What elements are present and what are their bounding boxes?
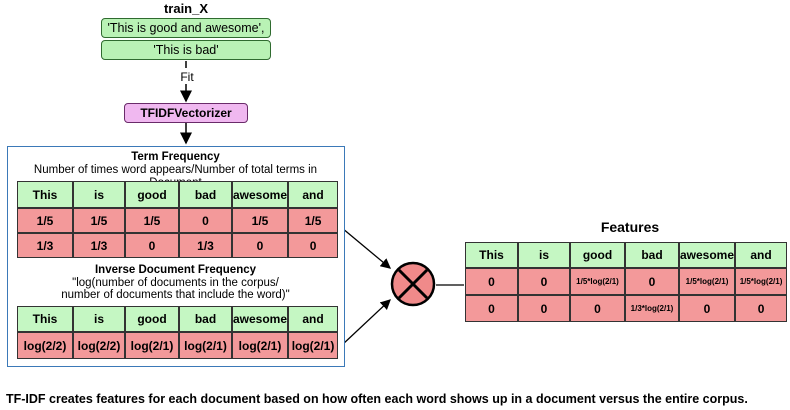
idf-cell: log(2/2)	[73, 332, 125, 359]
idf-header-cell: and	[288, 306, 339, 332]
tf-table: This is good bad awesome and 1/5 1/5 1/5…	[17, 181, 339, 258]
tf-title: Term Frequency	[131, 151, 220, 163]
train-doc-2: 'This is bad'	[101, 40, 271, 60]
tf-header-row: This is good bad awesome and	[17, 181, 339, 208]
features-cell: 0	[679, 295, 736, 322]
tf-cell: 0	[232, 233, 289, 258]
features-cell: 1/5*log(2/1)	[570, 268, 625, 295]
idf-header-cell: awesome	[232, 306, 289, 332]
idf-table: This is good bad awesome and log(2/2) lo…	[17, 306, 339, 359]
arrow-tf-to-operator	[341, 227, 391, 269]
tf-row: 1/3 1/3 0 1/3 0 0	[17, 233, 339, 258]
tf-cell: 1/5	[17, 208, 73, 233]
tf-header-cell: is	[73, 181, 125, 208]
tf-cell: 1/5	[125, 208, 179, 233]
train-doc-1: 'This is good and awesome',	[101, 18, 271, 38]
tf-cell: 0	[288, 233, 339, 258]
idf-cell: log(2/1)	[232, 332, 289, 359]
features-row: 0 0 1/5*log(2/1) 0 1/5*log(2/1) 1/5*log(…	[465, 268, 788, 295]
features-header-row: This is good bad awesome and	[465, 242, 788, 268]
features-cell: 1/5*log(2/1)	[679, 268, 736, 295]
tf-cell: 1/5	[288, 208, 339, 233]
idf-formula-line-2: number of documents that include the wor…	[61, 289, 290, 301]
features-header-cell: bad	[625, 242, 679, 268]
tf-header-cell: bad	[179, 181, 232, 208]
features-cell: 1/5*log(2/1)	[735, 268, 788, 295]
features-cell: 0	[625, 268, 679, 295]
tf-cell: 0	[179, 208, 232, 233]
idf-header-row: This is good bad awesome and	[17, 306, 339, 332]
multiply-circle-icon	[390, 261, 436, 307]
features-table: This is good bad awesome and 0 0 1/5*log…	[465, 242, 788, 322]
features-cell: 0	[465, 268, 518, 295]
idf-header-cell: good	[125, 306, 179, 332]
tf-cell: 1/3	[17, 233, 73, 258]
features-header-cell: This	[465, 242, 518, 268]
features-cell: 0	[735, 295, 788, 322]
tf-header-cell: good	[125, 181, 179, 208]
tf-header-cell: awesome	[232, 181, 289, 208]
idf-cell: log(2/1)	[288, 332, 339, 359]
tf-cell: 1/5	[73, 208, 125, 233]
bottom-caption: TF-IDF creates features for each documen…	[6, 392, 748, 406]
tf-idf-panel: Term Frequency Number of times word appe…	[7, 146, 345, 367]
vectorizer-box: TFIDFVectorizer	[124, 103, 248, 123]
arrow-idf-to-operator	[341, 299, 391, 346]
tf-row: 1/5 1/5 1/5 0 1/5 1/5	[17, 208, 339, 233]
idf-header-cell: This	[17, 306, 73, 332]
features-header-cell: good	[570, 242, 625, 268]
fit-label: Fit	[180, 70, 194, 84]
idf-header-cell: is	[73, 306, 125, 332]
features-cell: 1/3*log(2/1)	[625, 295, 679, 322]
tf-cell: 1/5	[232, 208, 289, 233]
idf-row: log(2/2) log(2/2) log(2/1) log(2/1) log(…	[17, 332, 339, 359]
idf-cell: log(2/1)	[125, 332, 179, 359]
idf-title: Inverse Document Frequency	[94, 264, 257, 276]
features-cell: 0	[570, 295, 625, 322]
features-row: 0 0 0 1/3*log(2/1) 0 0	[465, 295, 788, 322]
idf-cell: log(2/1)	[179, 332, 232, 359]
tf-cell: 0	[125, 233, 179, 258]
features-header-cell: is	[518, 242, 570, 268]
features-cell: 0	[465, 295, 518, 322]
features-cell: 0	[518, 295, 570, 322]
features-header-cell: and	[735, 242, 788, 268]
idf-cell: log(2/2)	[17, 332, 73, 359]
features-cell: 0	[518, 268, 570, 295]
tf-cell: 1/3	[179, 233, 232, 258]
features-title: Features	[600, 219, 660, 235]
idf-formula-line-1: "log(number of documents in the corpus/	[72, 277, 279, 289]
features-header-cell: awesome	[679, 242, 736, 268]
tf-header-cell: This	[17, 181, 73, 208]
tf-header-cell: and	[288, 181, 339, 208]
tf-cell: 1/3	[73, 233, 125, 258]
train-x-label: train_X	[163, 1, 209, 16]
idf-header-cell: bad	[179, 306, 232, 332]
